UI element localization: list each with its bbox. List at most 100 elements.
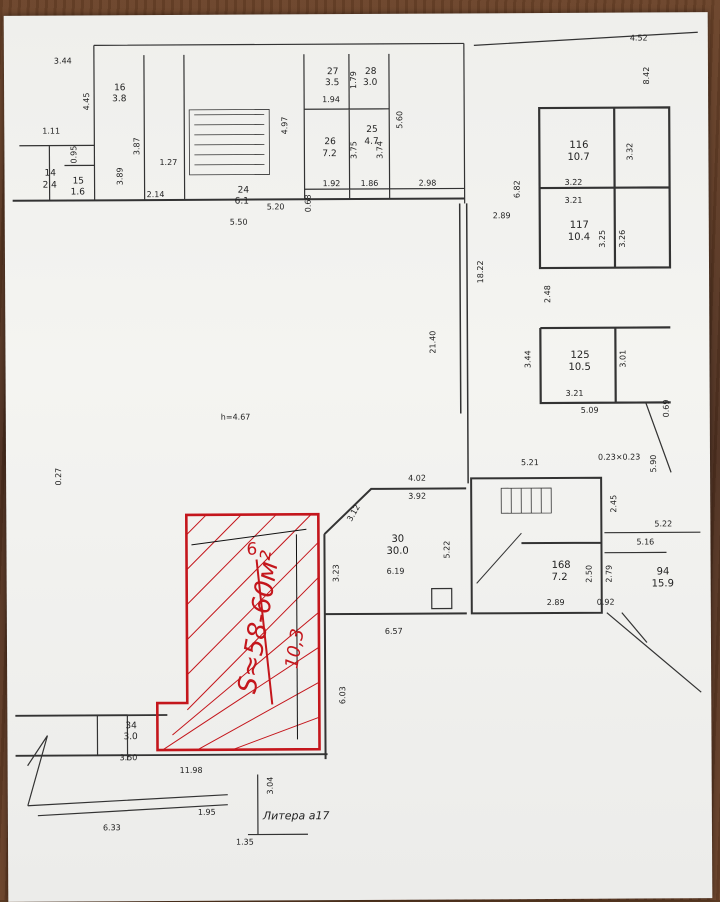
dim-label: 21.40 — [428, 331, 437, 354]
dimension-labels: 4.52 8.42 3.44 4.45 1.11 0.95 3.89 2.14 … — [42, 33, 672, 847]
dim-label: 3.04 — [266, 777, 275, 795]
room-label: 28 — [365, 67, 377, 77]
dim-label: 0.68 — [304, 194, 313, 212]
room-label: 26 — [324, 137, 336, 147]
dim-label: 18.22 — [476, 260, 485, 283]
room-area: 3.0 — [123, 732, 138, 742]
dim-label: 4.97 — [280, 117, 289, 135]
dim-label: 8.42 — [642, 67, 651, 85]
room-label: 117 — [570, 220, 589, 231]
dim-label: 2.50 — [585, 565, 594, 583]
dim-label: 5.22 — [654, 519, 672, 528]
dim-label: 2.45 — [609, 495, 618, 513]
lower-stair — [500, 487, 552, 514]
room-34-walls — [96, 715, 129, 761]
room-label: 24 — [238, 186, 250, 196]
dim-label: 3.75 — [349, 141, 358, 159]
width-dimension-line — [191, 528, 307, 546]
dim-label: 2.89 — [493, 211, 511, 220]
room-168-block — [470, 476, 603, 615]
dim-label: 3.74 — [375, 141, 384, 159]
room-labels: 16 3.8 14 2.4 15 1.6 24 6.1 27 3.5 28 3.… — [43, 67, 674, 742]
right-lower-walls — [604, 531, 701, 554]
dim-label: 3.21 — [565, 196, 583, 205]
dim-label: 1.95 — [198, 808, 216, 817]
room-area: 1.6 — [71, 187, 86, 197]
room-label: 30 — [391, 534, 404, 545]
bottom-dims — [247, 774, 308, 836]
room-area: 2.4 — [43, 181, 58, 191]
dim-label: 5.20 — [267, 202, 285, 211]
dim-label: 5.16 — [636, 537, 654, 546]
dim-label: 1.92 — [323, 179, 341, 188]
dim-label: 1.86 — [361, 179, 379, 188]
top-wall — [93, 31, 698, 46]
stair-flight — [476, 532, 522, 584]
selected-space-outline — [155, 512, 321, 752]
room-area: 10.4 — [568, 232, 590, 243]
dim-label: 6.33 — [103, 823, 121, 832]
room-area: 4.7 — [364, 137, 378, 147]
dim-label: 0.27 — [54, 468, 63, 486]
dim-label: 2.79 — [605, 565, 614, 583]
room-area: 3.0 — [363, 78, 378, 88]
dim-label: 0.69 — [662, 400, 671, 418]
floor-plan-drawing: 16 3.8 14 2.4 15 1.6 24 6.1 27 3.5 28 3.… — [12, 31, 702, 847]
bottom-left-walls — [15, 714, 328, 757]
rooms-116-117 — [538, 106, 672, 270]
room-area: 30.0 — [386, 546, 408, 557]
room-area: 3.8 — [112, 94, 127, 104]
dim-label: 2.48 — [543, 285, 552, 303]
room-area: 3.5 — [325, 78, 339, 88]
dim-label: 5.90 — [649, 455, 658, 473]
dim-label: 1.27 — [159, 158, 177, 167]
dim-label: 5.50 — [230, 218, 248, 227]
central-wall — [458, 203, 469, 484]
dim-label: 3.21 — [566, 389, 584, 398]
dim-label: 5.21 — [521, 458, 539, 467]
dim-label: 4.02 — [408, 474, 426, 483]
length-note: 10,3 — [281, 627, 308, 670]
dim-label: 3.01 — [618, 350, 627, 368]
dim-label: 11.98 — [180, 766, 203, 775]
room-label: 125 — [570, 350, 589, 361]
dim-label: 1.35 — [236, 838, 254, 847]
dim-label: 6.57 — [385, 627, 403, 636]
room-label: 116 — [569, 140, 588, 151]
top-block-walls — [93, 43, 466, 204]
dim-label: 1.94 — [322, 95, 340, 104]
dim-label: 3.50 — [120, 753, 138, 762]
litera-lines — [27, 794, 228, 817]
dim-label: 4.52 — [630, 33, 648, 42]
room-area: 7.2 — [552, 572, 568, 583]
dim-label: 2.98 — [419, 179, 437, 188]
room-label: 94 — [657, 566, 670, 577]
room-area: 10.5 — [569, 362, 591, 373]
dim-label: 3.89 — [115, 167, 124, 185]
dim-label: 6.19 — [387, 567, 405, 576]
dim-label: 1.11 — [42, 127, 60, 136]
room-label: 14 — [44, 169, 56, 179]
length-dimension-line — [295, 534, 298, 740]
dim-label: 3.92 — [408, 492, 426, 501]
dim-label: 0.23×0.23 — [598, 453, 640, 462]
area-underline — [255, 559, 274, 705]
room-label: 27 — [327, 67, 339, 77]
small-box — [431, 587, 453, 610]
dim-label: 3.22 — [565, 178, 583, 187]
dim-label: 3.12 — [345, 503, 362, 523]
dim-label: 3.25 — [598, 230, 607, 248]
dim-label: 2.14 — [147, 190, 165, 199]
dim-label: 3.23 — [332, 564, 341, 582]
room-area: 7.2 — [322, 149, 336, 159]
room-area: 6.1 — [235, 197, 249, 207]
dim-label: 0.95 — [69, 146, 78, 164]
litera-label: Литера а17 — [262, 809, 330, 822]
dim-label: 4.45 — [82, 93, 91, 111]
top-stair — [188, 109, 270, 176]
room-label: 15 — [73, 176, 85, 186]
room-area: 15.9 — [652, 578, 674, 589]
room-label: 168 — [552, 560, 571, 571]
small-rooms-left — [19, 144, 95, 201]
dim-label: 6.82 — [513, 180, 522, 198]
